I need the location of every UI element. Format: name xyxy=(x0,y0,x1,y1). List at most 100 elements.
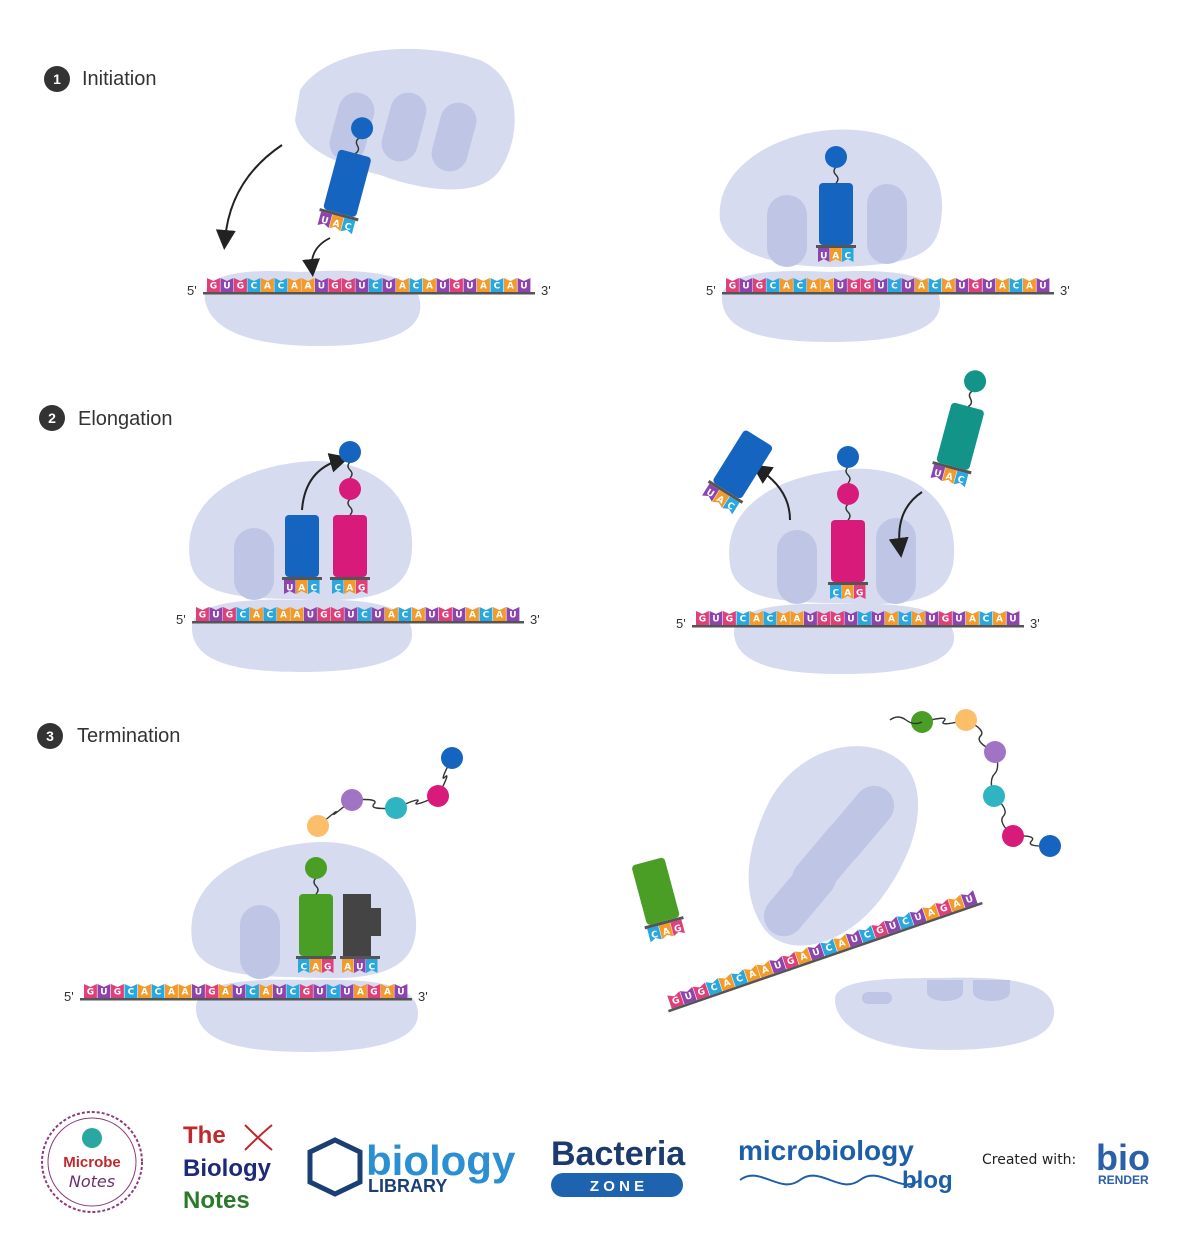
nucleotide-letter: A xyxy=(969,615,976,625)
nucleotide: C xyxy=(332,580,344,594)
nucleotide-letter: U xyxy=(318,282,325,292)
nucleotide: U xyxy=(315,278,328,292)
amino-acid xyxy=(339,478,361,500)
nucleotide-shape xyxy=(780,278,793,292)
nucleotide-letter: C xyxy=(330,988,337,998)
nucleotide: G xyxy=(935,898,953,917)
nucleotide-shape xyxy=(178,984,192,998)
nucleotide-shape xyxy=(277,607,290,621)
step-number: 2 xyxy=(48,410,56,426)
nucleotide-letter: C xyxy=(372,282,379,292)
nucleotide: U xyxy=(960,890,978,908)
nucleotide-shape xyxy=(722,496,740,515)
nucleotide-shape xyxy=(423,278,436,292)
nucleotide-letter: C xyxy=(932,282,939,292)
nucleotide: A xyxy=(250,607,263,621)
nucleotide-shape xyxy=(915,278,928,292)
nucleotide: G xyxy=(670,919,685,937)
nucleotide-letter: A xyxy=(291,282,298,292)
peptide-link xyxy=(317,799,353,827)
nucleotide-letter: A xyxy=(357,988,364,998)
step-number-badge xyxy=(37,723,63,749)
amino-acid xyxy=(837,446,859,468)
nucleotide-shape xyxy=(769,956,787,974)
nucleotide-shape xyxy=(301,278,315,292)
three-prime-label: 3' xyxy=(1060,283,1070,298)
nucleotide-shape xyxy=(935,898,953,917)
nucleotide-letter: A xyxy=(944,472,953,483)
amino-acid xyxy=(955,709,977,731)
nucleotide-letter: U xyxy=(347,611,354,621)
nucleotide-shape xyxy=(709,611,723,625)
nucleotide-shape xyxy=(381,984,394,998)
nucleotide: G xyxy=(367,984,381,998)
nucleotide-letter: U xyxy=(914,912,924,924)
nucleotide: A xyxy=(942,278,955,292)
nucleotide-shape xyxy=(327,984,340,998)
nucleotide-letter: G xyxy=(324,963,331,973)
nucleotide: A xyxy=(756,960,774,978)
nucleotide-letter: A xyxy=(298,584,305,594)
nucleotide: C xyxy=(236,607,250,621)
nucleotide-letter: C xyxy=(825,943,835,955)
nucleotide-shape xyxy=(804,611,817,625)
ribosome-site xyxy=(927,980,963,1001)
nucleotide: C xyxy=(151,984,165,998)
nucleotide: A xyxy=(833,934,850,952)
nucleotide-letter: A xyxy=(837,938,847,950)
nucleotide-letter: C xyxy=(267,611,274,621)
trna-exiting: UAC xyxy=(702,430,773,515)
logo-text-line3: Notes xyxy=(183,1187,250,1214)
nucleotide-letter: A xyxy=(918,282,925,292)
nucleotide-shape xyxy=(712,490,730,508)
nucleotide-shape xyxy=(854,585,866,599)
ribosome-site-a xyxy=(867,184,907,264)
nucleotide-shape xyxy=(151,984,165,998)
step-number-badge xyxy=(39,405,65,431)
nucleotide: G xyxy=(84,984,97,998)
nucleotide-letter: A xyxy=(469,611,476,621)
nucleotide-letter: U xyxy=(1009,615,1016,625)
nucleotide-shape xyxy=(354,984,367,998)
nucleotide-letter: U xyxy=(343,988,350,998)
nucleotide: U xyxy=(930,464,946,481)
nucleotide-letter: G xyxy=(320,611,327,621)
nucleotide: A xyxy=(807,278,820,292)
nucleotide-letter: U xyxy=(877,282,884,292)
step-number-badge xyxy=(44,66,70,92)
nucleotide-shape xyxy=(236,607,250,621)
ribosome-sites xyxy=(240,905,280,979)
nucleotide-shape xyxy=(705,978,723,996)
nucleotide-letter: A xyxy=(722,978,732,990)
nucleotide-letter: G xyxy=(939,903,949,915)
nucleotide-shape xyxy=(766,278,780,292)
nucleotide-shape xyxy=(817,611,831,625)
nucleotide-shape xyxy=(793,278,807,292)
nucleotide-shape xyxy=(340,984,354,998)
nucleotide: U xyxy=(702,483,720,502)
nucleotide: U xyxy=(874,278,888,292)
ribosome-sites xyxy=(234,528,274,600)
nucleotide: A xyxy=(777,611,790,625)
nucleotide-shape xyxy=(858,611,871,625)
nucleotide: A xyxy=(288,278,301,292)
step-title: Elongation xyxy=(78,408,173,430)
nucleotide-shape xyxy=(667,991,684,1009)
nucleotide-shape xyxy=(165,984,178,998)
nucleotide-letter: A xyxy=(832,252,839,262)
nucleotide-letter: C xyxy=(891,282,898,292)
nucleotide: G xyxy=(234,278,247,292)
nucleotide: U xyxy=(834,278,847,292)
nucleotide: C xyxy=(731,969,748,987)
nucleotide: U xyxy=(273,984,286,998)
nucleotide-letter: C xyxy=(249,988,256,998)
nucleotide-shape xyxy=(290,607,304,621)
nucleotide: A xyxy=(842,585,854,599)
nucleotide-shape xyxy=(517,278,531,292)
